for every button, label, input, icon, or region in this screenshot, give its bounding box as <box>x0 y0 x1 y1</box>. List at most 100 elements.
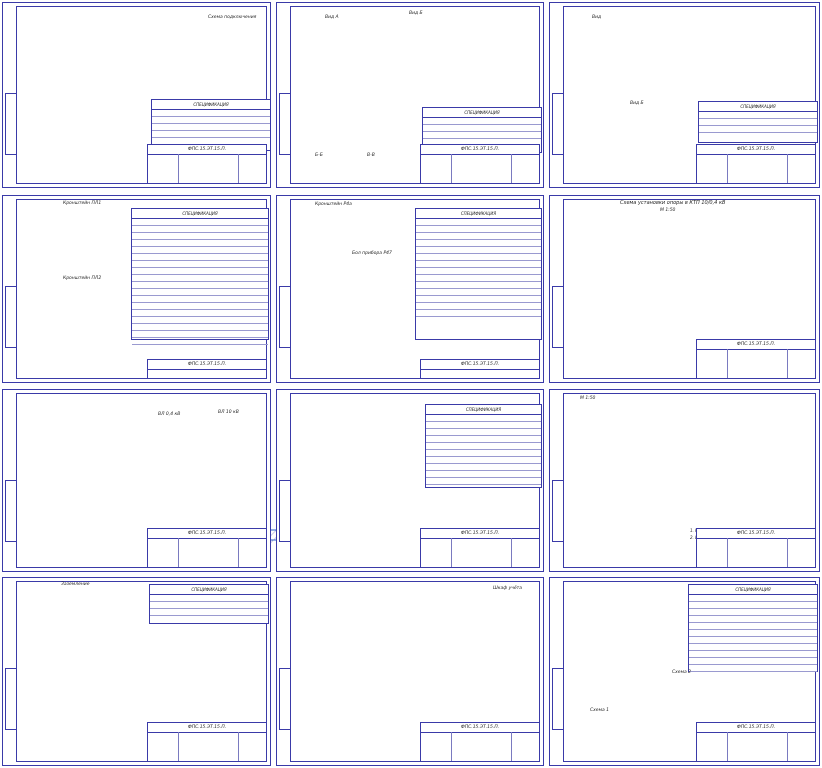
spec-row <box>416 289 541 296</box>
specification-title: СПЕЦИФИКАЦИЯ <box>132 209 268 219</box>
specification-table: СПЕЦИФИКАЦИЯ <box>149 584 269 624</box>
spec-row <box>426 436 541 443</box>
title-block: ФПС.15.ЭТ.15.П. <box>696 144 816 184</box>
view-label: Вид <box>592 15 602 20</box>
spec-row <box>150 602 268 609</box>
title-block: ФПС.15.ЭТ.15.П. <box>147 528 267 568</box>
side-stamp <box>5 93 17 155</box>
spec-row <box>416 261 541 268</box>
sheet-2: СПЕЦИФИКАЦИЯ Вид А Вид Б Б-Б В-В ФПС.15.… <box>276 2 544 188</box>
specification-title: СПЕЦИФИКАЦИЯ <box>423 108 541 118</box>
spec-row <box>416 268 541 275</box>
specification-table: СПЕЦИФИКАЦИЯ <box>698 101 818 143</box>
part-label: Бол прибора Р47 <box>352 251 392 256</box>
side-stamp <box>552 93 564 155</box>
side-stamp <box>5 286 17 348</box>
spec-row <box>416 303 541 310</box>
spec-row <box>416 254 541 261</box>
spec-row <box>150 595 268 602</box>
section-label: В-В <box>367 153 375 158</box>
spec-row <box>689 651 817 658</box>
spec-row <box>689 665 817 672</box>
specification-table: СПЕЦИФИКАЦИЯ <box>151 99 270 151</box>
spec-row <box>423 118 541 125</box>
scale-label: М 1:50 <box>580 396 596 401</box>
spec-row <box>416 275 541 282</box>
cabinet-label: Шкаф учёта <box>493 586 523 591</box>
spec-row <box>152 131 270 138</box>
spec-row <box>132 226 268 233</box>
spec-row <box>132 331 268 338</box>
spec-row <box>150 609 268 616</box>
document-code: ФПС.15.ЭТ.15.П. <box>148 145 266 155</box>
spec-row <box>152 110 270 117</box>
part-label: Кронштейн ПЛ2 <box>63 276 102 281</box>
document-code: ФПС.15.ЭТ.15.П. <box>148 360 266 370</box>
side-stamp <box>279 668 291 730</box>
spec-row <box>132 310 268 317</box>
spec-row <box>426 422 541 429</box>
specification-table: СПЕЦИФИКАЦИЯ <box>425 404 542 488</box>
spec-row <box>416 247 541 254</box>
spec-row <box>699 126 817 133</box>
view-label: Вид Б <box>630 101 644 106</box>
document-code: ФПС.15.ЭТ.15.П. <box>148 723 266 733</box>
specification-table: СПЕЦИФИКАЦИЯ <box>688 584 818 672</box>
sheet-10: СПЕЦИФИКАЦИЯ Заземление ФПС.15.ЭТ.15.П. <box>2 577 271 766</box>
spec-row <box>416 282 541 289</box>
specification-title: СПЕЦИФИКАЦИЯ <box>689 585 817 595</box>
view-label: Вид Б <box>409 11 423 16</box>
title-block: ФПС.15.ЭТ.15.П. <box>147 722 267 762</box>
document-code: ФПС.15.ЭТ.15.П. <box>697 529 815 539</box>
spec-row <box>152 117 270 124</box>
document-code: ФПС.15.ЭТ.15.П. <box>421 723 539 733</box>
spec-row <box>132 303 268 310</box>
side-stamp <box>552 480 564 542</box>
spec-row <box>132 324 268 331</box>
scheme-label: Схема 1 <box>590 708 610 713</box>
spec-row <box>423 132 541 139</box>
specification-title: СПЕЦИФИКАЦИЯ <box>150 585 268 595</box>
spec-row <box>132 254 268 261</box>
sheet-6: Схема установки опоры в КТП 10/0,4 кВ М … <box>549 195 820 383</box>
sheet-5: СПЕЦИФИКАЦИЯ Кронштейн Р4а Бол прибора Р… <box>276 195 544 383</box>
spec-row <box>426 450 541 457</box>
sheet-11: Шкаф учёта ФПС.15.ЭТ.15.П. <box>276 577 544 766</box>
spec-row <box>426 471 541 478</box>
spec-row <box>416 226 541 233</box>
document-code: ФПС.15.ЭТ.15.П. <box>421 529 539 539</box>
drawing-label: Схема подключения <box>208 15 257 20</box>
sheet-4: СПЕЦИФИКАЦИЯ Кронштейн ПЛ1 Кронштейн ПЛ2… <box>2 195 271 383</box>
spec-row <box>132 240 268 247</box>
spec-row <box>426 415 541 422</box>
title-block: ФПС.15.ЭТ.15.П. <box>147 144 267 184</box>
specification-title: СПЕЦИФИКАЦИЯ <box>699 102 817 112</box>
document-code: ФПС.15.ЭТ.15.П. <box>421 145 539 155</box>
scale-label: М 1:50 <box>660 208 676 213</box>
document-code: ФПС.15.ЭТ.15.П. <box>148 529 266 539</box>
title-block: ФПС.15.ЭТ.15.П. <box>420 359 540 379</box>
sheet-3: СПЕЦИФИКАЦИЯ Вид Вид Б ФПС.15.ЭТ.15.П. <box>549 2 820 188</box>
spec-row <box>132 247 268 254</box>
side-stamp <box>279 93 291 155</box>
sheet-7: ВЛ 0,4 кВ ВЛ 10 кВ ФПС.15.ЭТ.15.П. <box>2 389 271 572</box>
document-code: ФПС.15.ЭТ.15.П. <box>697 723 815 733</box>
spec-row <box>416 219 541 226</box>
part-label: Кронштейн ПЛ1 <box>63 201 102 206</box>
title-block: ФПС.15.ЭТ.15.П. <box>147 359 267 379</box>
view-label: Вид А <box>325 15 339 20</box>
spec-row <box>689 609 817 616</box>
sheet-9: М 1:50 1. На проводах предусмотреть уста… <box>549 389 820 572</box>
spec-row <box>132 296 268 303</box>
spec-row <box>416 240 541 247</box>
spec-row <box>132 261 268 268</box>
specification-title: СПЕЦИФИКАЦИЯ <box>152 100 270 110</box>
spec-row <box>426 429 541 436</box>
spec-row <box>132 275 268 282</box>
spec-row <box>426 464 541 471</box>
spec-row <box>132 268 268 275</box>
spec-row <box>416 233 541 240</box>
spec-row <box>689 630 817 637</box>
spec-row <box>132 233 268 240</box>
spec-row <box>132 338 268 345</box>
